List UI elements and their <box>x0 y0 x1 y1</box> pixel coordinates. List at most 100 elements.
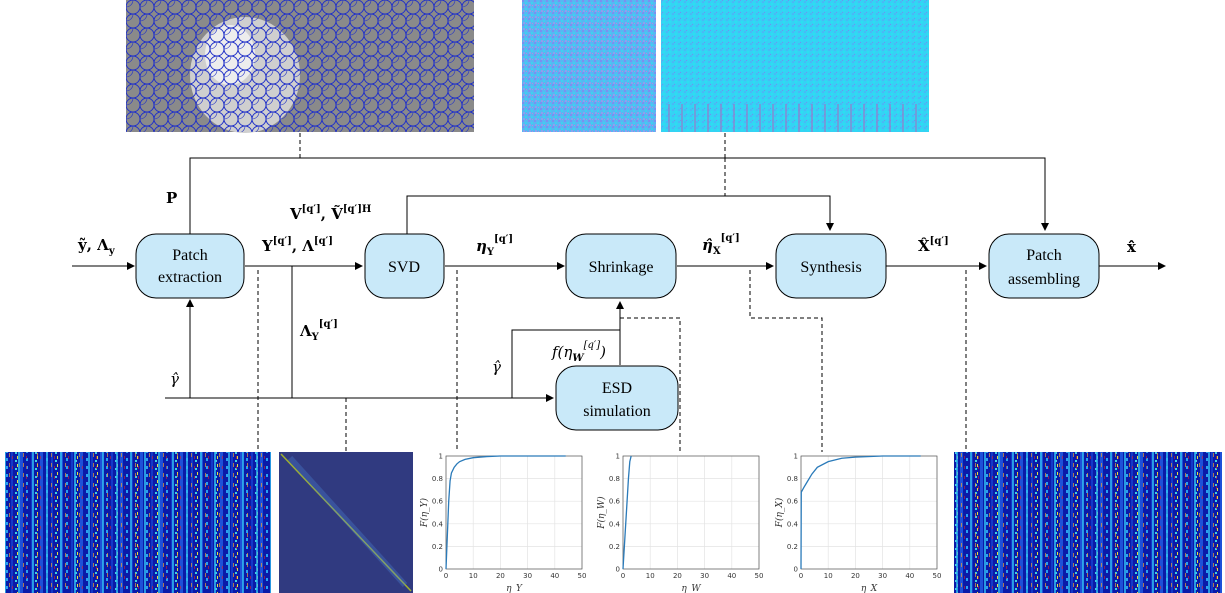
x-tick-label: 0 <box>444 572 448 580</box>
edge-v <box>406 195 834 236</box>
y-tick-label: 0.4 <box>787 520 799 528</box>
label-input: ỹ, Λy <box>77 236 116 257</box>
x-tick-label: 10 <box>824 572 833 580</box>
y-tick-label: 0.4 <box>609 520 621 528</box>
noise-stripe <box>694 104 696 132</box>
label-x-hat: X̂[q′] <box>918 236 949 255</box>
node-label: Patch <box>172 247 208 264</box>
y-tick-label: 0.2 <box>432 543 443 551</box>
noise-stripe <box>811 104 813 132</box>
patch-assembling-node: Patch assembling <box>988 233 1100 299</box>
label-y-lambda: Y[q′], Λ[q′] <box>261 236 333 255</box>
noise-stripe <box>733 104 735 132</box>
label-eta-y: ηY[q′] <box>476 234 513 258</box>
label-lambda-y: ΛY[q′] <box>299 319 338 343</box>
x-axis-label: η_X <box>861 584 878 593</box>
y-tick-label: 1 <box>794 453 798 461</box>
x-tick-label: 50 <box>933 572 942 580</box>
y-tick-label: 0 <box>616 566 620 574</box>
chart-background <box>775 452 945 593</box>
x-tick-label: 40 <box>905 572 914 580</box>
y-tick-label: 0.8 <box>609 475 620 483</box>
heatmap-right <box>954 452 1222 593</box>
y-tick-label: 1 <box>439 453 443 461</box>
x-tick-label: 30 <box>523 572 532 580</box>
x-axis-label: η_Y <box>506 584 523 593</box>
x-tick-label: 40 <box>727 572 736 580</box>
y-axis-label: F(η_X) <box>774 497 785 528</box>
covariance-matrix <box>279 452 413 593</box>
edge-p <box>189 157 1049 236</box>
dashed-connector <box>620 317 681 452</box>
synthesis-node: Synthesis <box>775 233 887 299</box>
svg-text:ηY[q′]: ηY[q′] <box>476 234 513 258</box>
esd-simulation-node: ESD simulation <box>555 365 679 431</box>
noise-stripe <box>863 104 865 132</box>
svg-text:ỹ, Λy: ỹ, Λy <box>77 236 116 257</box>
x-tick-label: 50 <box>578 572 587 580</box>
node-label: Shrinkage <box>589 259 654 276</box>
x-tick-label: 30 <box>700 572 709 580</box>
y-axis-label: F(η_W) <box>596 496 607 530</box>
noise-stripe <box>720 104 722 132</box>
shrinkage-node: Shrinkage <box>565 233 677 299</box>
noise-stripe <box>681 104 683 132</box>
node-label: assembling <box>1008 271 1080 288</box>
x-tick-label: 0 <box>621 572 625 580</box>
x-tick-label: 10 <box>646 572 655 580</box>
svd-node: SVD <box>364 233 445 299</box>
y-tick-label: 0.2 <box>787 543 798 551</box>
y-tick-label: 0.8 <box>432 475 443 483</box>
svg-text:V[q′], Ṽ[q′]H: V[q′], Ṽ[q′]H <box>289 204 371 223</box>
noise-stripe <box>668 104 670 132</box>
noise-stripe <box>798 104 800 132</box>
noise-stripe <box>889 104 891 132</box>
y-tick-label: 0 <box>794 566 798 574</box>
node-label: simulation <box>583 403 651 420</box>
noise-image-small <box>522 0 656 132</box>
label-eta-hat-x: η̂X[q′] <box>702 233 740 257</box>
label-output: x̂̂ <box>1127 238 1137 256</box>
label-f-eta-w: f(ηW[q′]) <box>551 340 606 364</box>
label-p: P <box>166 189 177 207</box>
label-gamma-hat: γ̂ <box>492 358 501 376</box>
svg-text:f(ηW[q′]): f(ηW[q′]) <box>551 340 606 364</box>
noise-stripe <box>876 104 878 132</box>
heatmap-left <box>5 452 271 593</box>
noise-stripe <box>707 104 709 132</box>
y-axis-label: F(η_Y) <box>419 497 430 528</box>
y-tick-label: 0.6 <box>609 498 621 506</box>
cdf-line <box>622 455 632 570</box>
edge-gamma-branch <box>511 329 620 398</box>
noise-stripe <box>902 104 904 132</box>
node-label: Patch <box>1026 247 1062 264</box>
noise-stripe <box>837 104 839 132</box>
node-label: Synthesis <box>800 259 861 276</box>
node-label: ESD <box>602 380 632 397</box>
y-tick-label: 0 <box>439 566 443 574</box>
cdf-line <box>800 455 921 570</box>
x-tick-label: 30 <box>878 572 887 580</box>
node-label: SVD <box>388 259 420 276</box>
cdf-line <box>445 455 566 570</box>
noise-stripe <box>746 104 748 132</box>
node-label: extraction <box>158 269 222 286</box>
noise-stripe <box>772 104 774 132</box>
y-tick-label: 0.4 <box>432 520 444 528</box>
x-tick-label: 0 <box>799 572 803 580</box>
plot-frame <box>622 455 760 570</box>
noise-stripe <box>785 104 787 132</box>
patch-extraction-node: Patch extraction <box>135 233 245 299</box>
noise-stripe <box>850 104 852 132</box>
y-tick-label: 0.8 <box>787 475 798 483</box>
y-tick-label: 0.6 <box>787 498 799 506</box>
x-tick-label: 20 <box>673 572 682 580</box>
y-tick-label: 1 <box>616 453 620 461</box>
noise-stripe <box>759 104 761 132</box>
noise-stripe <box>915 104 917 132</box>
x-tick-label: 50 <box>755 572 764 580</box>
label-gamma-hat: γ̂ <box>170 370 179 388</box>
